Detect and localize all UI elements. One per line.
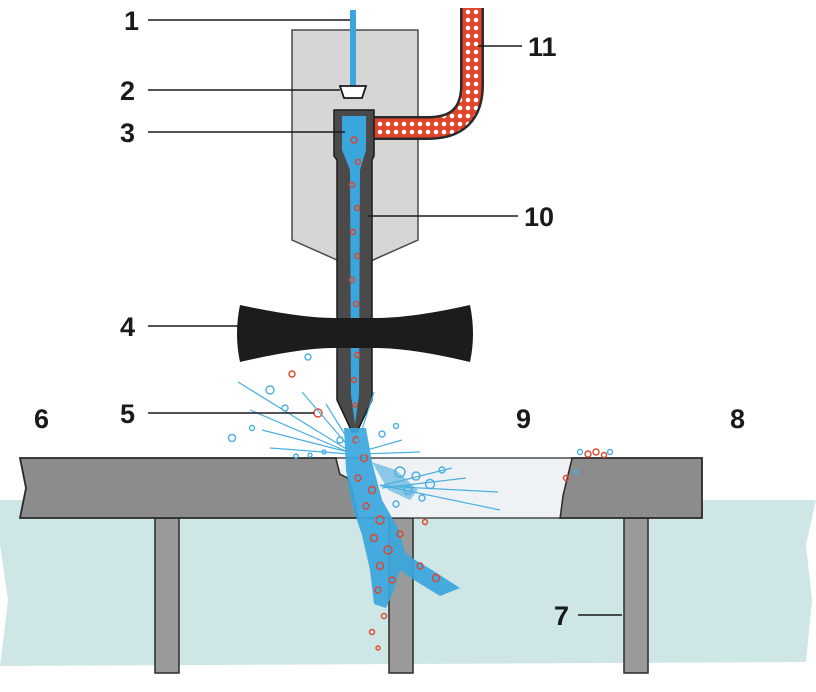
- mixing-chamber: [342, 116, 366, 424]
- label-8: 8: [730, 404, 745, 434]
- label-11: 11: [528, 32, 557, 62]
- label-7: 7: [554, 601, 569, 631]
- abrasive-particles-in-tube: [348, 136, 362, 408]
- support-slats: [154, 517, 649, 674]
- label-1: 1: [124, 6, 139, 36]
- label-2: 2: [120, 76, 135, 106]
- abrasive-particles-in-jet: [288, 370, 608, 651]
- workpiece-left: [18, 457, 360, 519]
- label-10: 10: [524, 202, 554, 232]
- orifice-jewel: [338, 85, 368, 99]
- label-9: 9: [516, 404, 531, 434]
- leader-lines: [148, 19, 622, 616]
- label-3: 3: [120, 118, 135, 148]
- label-5: 5: [120, 399, 135, 429]
- splash-spray: [237, 381, 501, 511]
- control-knob: [237, 305, 473, 362]
- label-4: 4: [120, 312, 135, 342]
- water-supply-line: [350, 10, 356, 88]
- label-6: 6: [34, 404, 49, 434]
- workpiece-right: [558, 457, 703, 519]
- water-droplets: [227, 353, 614, 508]
- waterjet-stream: [344, 428, 460, 608]
